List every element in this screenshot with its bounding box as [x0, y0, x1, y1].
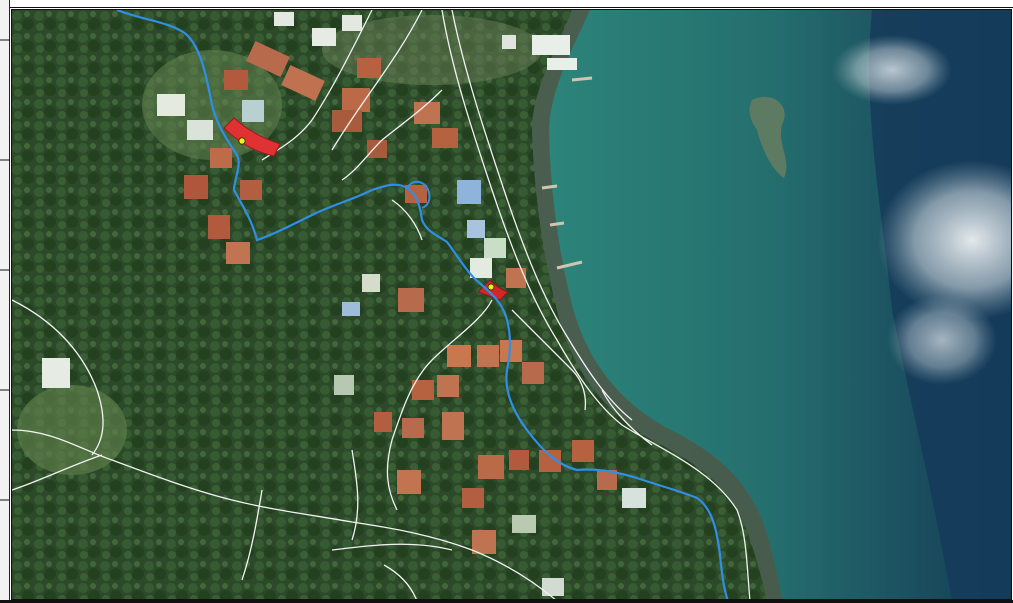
map-canvas[interactable]	[12, 10, 1012, 600]
road-network	[12, 10, 751, 599]
road	[351, 449, 359, 541]
road	[12, 299, 104, 456]
house-roof	[357, 58, 381, 78]
road	[386, 299, 493, 511]
panel-row-ticks	[0, 39, 10, 501]
house-roof-light	[362, 274, 380, 292]
house-roof-light	[242, 100, 264, 122]
house-roof-light	[502, 35, 516, 49]
house-roof-light	[622, 488, 646, 508]
house-roof	[447, 345, 471, 367]
house-roof-light	[457, 180, 481, 204]
parcel-marker[interactable]	[238, 137, 246, 145]
left-panel-edge	[0, 0, 10, 603]
house-roof	[184, 175, 208, 199]
house-roof-light	[547, 58, 577, 70]
house-roof	[374, 412, 392, 432]
road	[441, 10, 751, 599]
reef-patch	[749, 96, 787, 178]
house-roof	[462, 488, 484, 508]
house-roof	[210, 148, 232, 168]
light-roofs	[42, 12, 646, 596]
house-roof	[477, 345, 499, 367]
house-roof	[412, 380, 434, 400]
house-roof	[509, 450, 529, 470]
house-roof	[572, 440, 594, 462]
house-roof-light	[274, 12, 294, 26]
house-roof	[442, 412, 464, 440]
house-roof	[478, 455, 504, 479]
house-roof	[246, 41, 290, 77]
road	[511, 309, 587, 411]
house-roof-light	[467, 220, 485, 238]
house-roof	[522, 362, 544, 384]
house-roof-light	[312, 28, 336, 46]
stream	[116, 10, 729, 599]
house-roof	[226, 242, 250, 264]
house-roof-light	[542, 578, 564, 596]
house-roof-light	[42, 358, 70, 388]
house-roof	[500, 340, 522, 362]
top-border	[0, 0, 1013, 8]
house-roof	[398, 288, 424, 312]
house-roof	[208, 215, 230, 239]
road	[241, 489, 263, 581]
house-roof	[402, 418, 424, 438]
house-roof	[437, 375, 459, 397]
road	[383, 564, 417, 599]
house-roof	[397, 470, 421, 494]
house-roof-light	[342, 15, 362, 31]
house-roof-light	[532, 35, 570, 55]
road	[601, 389, 653, 446]
house-roof	[597, 470, 617, 490]
house-roof	[472, 530, 496, 554]
cloud	[877, 160, 1011, 320]
house-roof	[414, 102, 440, 124]
house-roof	[432, 128, 458, 148]
piers	[541, 76, 593, 270]
house-roof	[332, 110, 362, 132]
cloud	[887, 295, 997, 385]
stream-branch	[406, 180, 431, 209]
parcel-marker[interactable]	[487, 283, 495, 291]
house-roof	[224, 70, 248, 90]
house-roof-light	[342, 302, 360, 316]
highlighted-parcel[interactable]	[477, 279, 509, 301]
house-roof-light	[512, 515, 536, 533]
road	[12, 454, 103, 491]
bottom-border	[0, 600, 1013, 603]
house-roof	[367, 140, 387, 158]
buildings	[184, 41, 617, 554]
house-roof	[281, 65, 325, 101]
road	[391, 199, 423, 241]
house-roof-light	[157, 94, 185, 116]
house-roof-light	[484, 238, 506, 258]
house-roof	[506, 268, 526, 288]
road	[331, 543, 453, 551]
map-viewport[interactable]	[11, 9, 1012, 600]
house-roof-light	[334, 375, 354, 395]
road	[261, 10, 373, 161]
house-roof	[240, 180, 262, 200]
clearing	[17, 385, 127, 475]
road	[12, 429, 556, 599]
house-roof-light	[187, 120, 213, 140]
house-roof-light	[470, 258, 492, 278]
road	[331, 10, 423, 151]
road	[451, 10, 633, 421]
house-roof	[539, 450, 561, 472]
road	[341, 89, 443, 181]
cloud	[832, 35, 952, 105]
house-roof	[342, 88, 370, 112]
